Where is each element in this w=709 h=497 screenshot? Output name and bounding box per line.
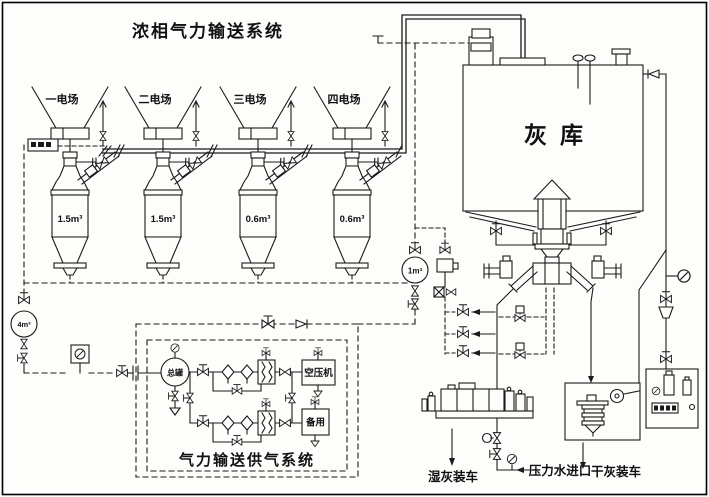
inner-dashed-boundary (146, 339, 348, 472)
silo-vent-piping (626, 69, 699, 429)
wet-ash-chute (496, 288, 514, 389)
buffer-tank-volume: 4m³ (17, 320, 31, 329)
pressure-water-line: 压力水进口 (481, 417, 592, 478)
silo-vent-filter (468, 28, 494, 66)
esp-hopper-1: 一电场 (31, 86, 109, 155)
pressure-gauge-icon (677, 269, 691, 283)
hopper-label: 四电场 (328, 92, 361, 106)
air-supply-caption: 气力输送供气系统 (178, 451, 315, 469)
air-receiver-riser: 1m³ (401, 43, 496, 358)
transmitter-vessel-2: 1.5m³ (143, 151, 213, 284)
hopper-label: 三电场 (234, 92, 267, 106)
pressure-gauge-icon (506, 453, 518, 465)
esp-hopper-4: 四电场 (313, 86, 391, 155)
air-dryer (257, 359, 276, 385)
left-buffer-column: 4m³ (10, 144, 162, 381)
hopper-label: 二电场 (139, 92, 172, 106)
transmitter-vessel-3: 0.6m³ (238, 151, 308, 284)
compressor-box (301, 359, 336, 386)
hopper-label: 一电场 (46, 92, 79, 106)
diagram-title: 浓相气力输送系统 (132, 21, 284, 41)
outer-dashed-boundary (135, 323, 359, 478)
vessel-volume: 0.6m³ (246, 214, 271, 225)
vent-line-end (372, 35, 384, 44)
transmitter-vessel-1: 1.5m³ (50, 151, 120, 284)
compressor-label: 空压机 (304, 367, 333, 379)
wet-ash-label: 湿灰装车 (428, 469, 479, 484)
air-dryer (257, 410, 276, 436)
silo-label: 灰库 (524, 122, 596, 148)
pressure-gauge-icon (74, 348, 86, 360)
wet-ash-mixer: 湿灰装车 (421, 382, 534, 484)
silo-manhole (611, 48, 631, 66)
air-supply-system: 总罐 空压机 备用 气力输送供气系统 (135, 315, 416, 478)
standby-box (301, 408, 330, 436)
dry-ash-label: 干灰装车 (591, 464, 642, 479)
silo-discharge (483, 179, 622, 389)
fluidizing-valve-row-2 (444, 326, 496, 339)
vessel-volume: 1.5m³ (58, 214, 83, 225)
vessel-volume: 1.5m³ (151, 214, 176, 225)
water-inlet-label: 压力水进口 (529, 463, 592, 478)
dry-ash-loader: 干灰装车 (564, 382, 642, 479)
conveying-pipe (98, 14, 526, 158)
main-air-tank-label: 总罐 (167, 368, 183, 378)
silo-level-probes (572, 54, 596, 105)
standby-label: 备用 (305, 417, 325, 429)
air-receiver-volume: 1m³ (408, 267, 423, 276)
transmitter-vessel-4: 0.6m³ (332, 151, 402, 284)
loader-control-unit (645, 368, 699, 429)
discharge-actuator-right (591, 255, 622, 279)
pipe-tag-box (27, 138, 105, 152)
chute-control-valve-2 (514, 342, 526, 359)
discharge-actuator-left (483, 255, 513, 279)
pipe-inlet-plate (499, 57, 546, 66)
vessel-volume: 0.6m³ (340, 214, 365, 225)
esp-hopper-2: 二电场 (124, 86, 202, 155)
chute-control-valve-1 (514, 305, 526, 322)
dry-ash-chute (590, 287, 594, 377)
pressure-gauge-icon (170, 343, 180, 353)
fluidizing-valve-row-1 (444, 304, 496, 317)
fluidizing-valve-row-3 (444, 345, 496, 358)
